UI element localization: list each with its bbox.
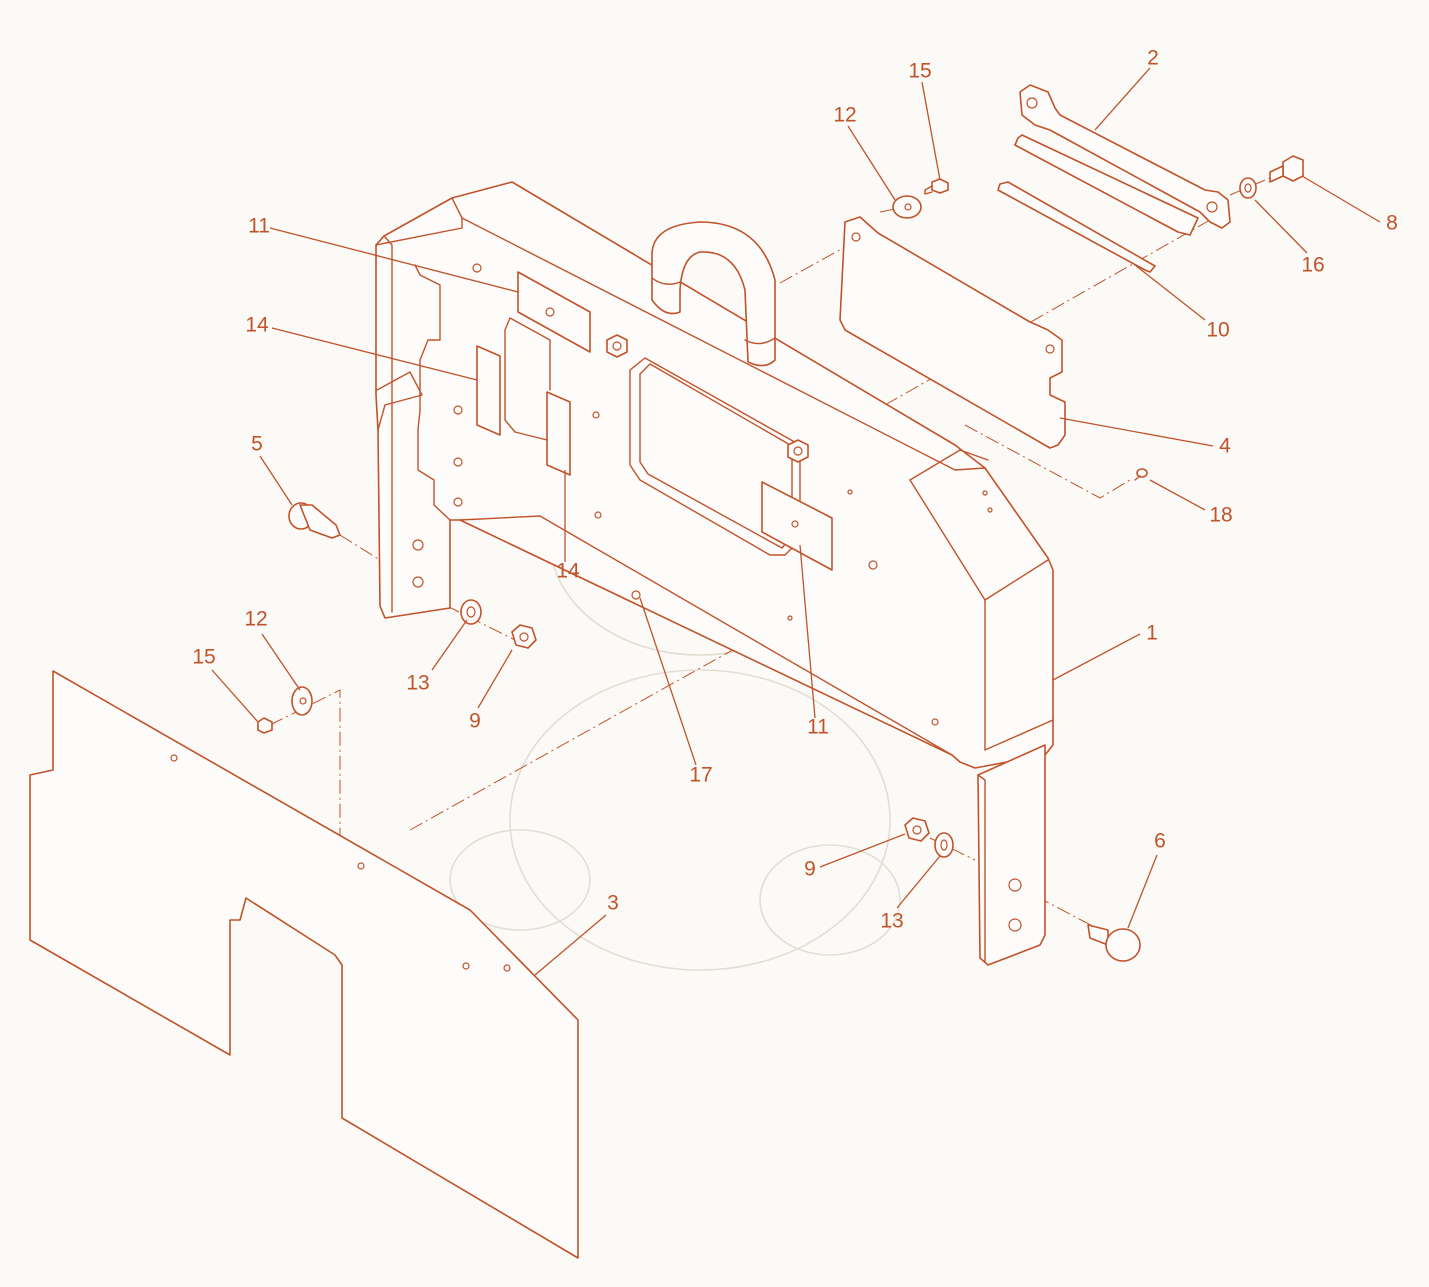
- washer-16: [1239, 177, 1257, 199]
- callout-12-top: 12: [833, 104, 856, 127]
- callout-5: 5: [251, 433, 263, 456]
- callout-17: 17: [689, 764, 712, 787]
- bolt-5: [288, 502, 341, 539]
- callout-14-upper: 14: [245, 314, 269, 337]
- washer-13-left: [460, 599, 482, 625]
- callout-13-right: 13: [880, 910, 903, 933]
- flat-bar-part: [997, 181, 1156, 273]
- alignment-line-bolt-5: [339, 534, 381, 561]
- washer-12-lower: [291, 686, 313, 716]
- callout-9-left: 9: [469, 710, 481, 733]
- callout-3: 3: [607, 892, 619, 915]
- callout-15-top: 15: [908, 60, 931, 83]
- callout-9-right: 9: [804, 858, 816, 881]
- alignment-line-plate-3: [409, 617, 791, 831]
- screw-18: [1134, 468, 1148, 481]
- pads: [476, 271, 833, 571]
- alignment-line-bracket: [884, 219, 1211, 406]
- leader-lines: [211, 67, 1381, 976]
- alignment-line-screw-15: [269, 689, 341, 870]
- callout-11-upper: 11: [248, 215, 270, 238]
- cover-plate-part: [839, 216, 1066, 449]
- callout-13-left: 13: [406, 672, 429, 695]
- callout-6: 6: [1154, 830, 1166, 853]
- frame-window-cutout: [629, 357, 801, 556]
- callout-14-lower: 14: [556, 560, 580, 583]
- alignment-line-bolt-8: [1229, 177, 1271, 196]
- pad-14-right: [546, 391, 571, 476]
- lifting-handle: [651, 221, 776, 367]
- nut-9-left: [511, 624, 537, 649]
- frame-weld-nuts: [606, 334, 809, 600]
- pad-14-left: [476, 345, 501, 436]
- callout-12-lower: 12: [244, 608, 267, 631]
- washer-13-right: [934, 832, 954, 858]
- alignment-line-tab-plate: [779, 246, 846, 284]
- bolt-6: [1087, 924, 1141, 962]
- alignment-line-bolt-6: [1014, 884, 1101, 931]
- bracket-part: [1014, 84, 1231, 236]
- washer-12-top: [892, 195, 922, 219]
- callout-8: 8: [1386, 212, 1398, 235]
- main-frame-part: [375, 181, 1054, 769]
- alignment-line-screw-18: [964, 424, 1131, 499]
- callout-2: 2: [1147, 47, 1159, 70]
- callout-18: 18: [1209, 504, 1232, 527]
- callout-1: 1: [1146, 622, 1158, 645]
- callout-10: 10: [1206, 319, 1229, 342]
- fastener-15-top: [924, 178, 949, 195]
- frame-lower-leg: [977, 744, 1046, 966]
- callout-4: 4: [1219, 435, 1231, 458]
- large-plate-part: [29, 670, 579, 1259]
- callout-labels: 2 15 12 8 16 11 10 14 4 5 18 14 1 12 15 …: [192, 47, 1398, 933]
- nut-9-right: [904, 817, 930, 842]
- callout-15-lower: 15: [192, 646, 215, 669]
- fastener-15-lower: [257, 717, 273, 734]
- callout-11-lower: 11: [807, 716, 829, 739]
- callout-16: 16: [1301, 254, 1324, 277]
- bolt-8: [1269, 155, 1304, 183]
